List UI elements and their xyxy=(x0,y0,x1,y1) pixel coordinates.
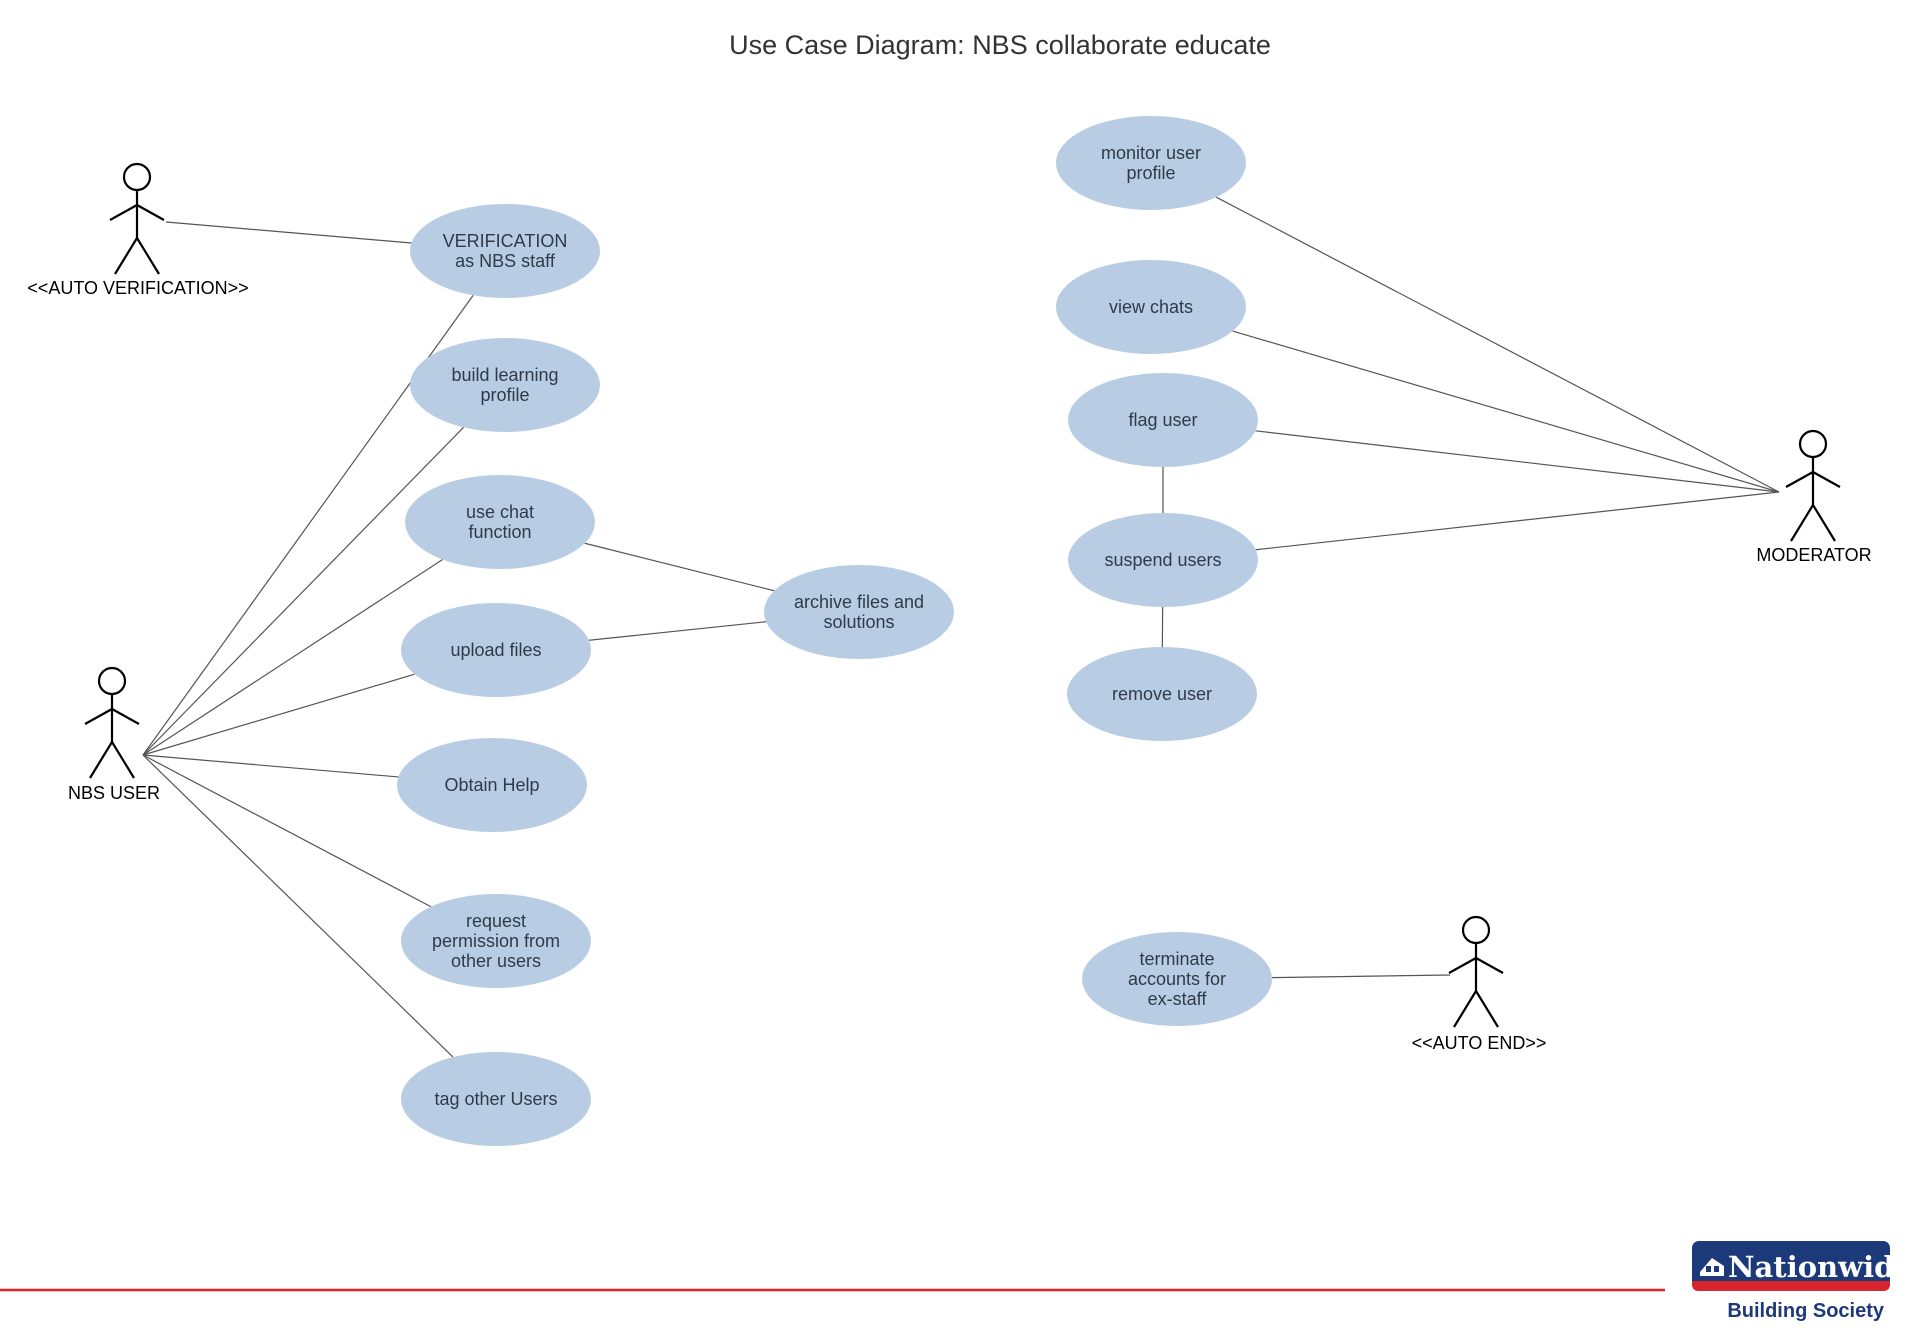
actor-label: MODERATOR xyxy=(1756,545,1871,565)
use-case-ellipse xyxy=(764,565,954,659)
stick-figure-icon xyxy=(84,666,140,779)
stick-figure-icon xyxy=(109,162,165,275)
use-case-flag-user: flag user xyxy=(1068,373,1258,467)
association-auto-verification-verification xyxy=(165,221,412,244)
logo-name: Nationwide xyxy=(1728,1250,1913,1284)
actor-auto-end: <<AUTO END>> xyxy=(1412,915,1547,1053)
actor-moderator: MODERATOR xyxy=(1756,429,1872,565)
actor-nbs-user: NBS USER xyxy=(68,666,160,803)
use-case-obtain-help: Obtain Help xyxy=(397,738,587,832)
associations xyxy=(142,196,1780,1058)
use-case-label: VERIFICATION xyxy=(443,231,568,251)
actors: <<AUTO VERIFICATION>> NBS USER MODERATOR <<… xyxy=(27,162,1872,1053)
association-nbs-user-tag-other-users xyxy=(142,754,454,1058)
use-case-label: Obtain Help xyxy=(444,775,539,795)
use-case-ellipse xyxy=(401,894,591,988)
use-case-ellipse xyxy=(405,475,595,569)
association-moderator-suspend-users xyxy=(1255,491,1780,551)
use-case-label: monitor user xyxy=(1101,143,1201,163)
use-case-ellipse xyxy=(410,204,600,298)
use-case-label: view chats xyxy=(1109,297,1193,317)
use-case-ellipse xyxy=(1082,932,1272,1026)
use-case-label: function xyxy=(468,522,531,542)
use-case-tag-other-users: tag other Users xyxy=(401,1052,591,1146)
use-case-label: use chat xyxy=(466,502,534,522)
use-case-suspend-users: suspend users xyxy=(1068,513,1258,607)
association-nbs-user-build-learning-profile xyxy=(142,426,465,756)
use-case-ellipse xyxy=(1067,647,1257,741)
use-case-upload-files: upload files xyxy=(401,603,591,697)
use-case-ellipse xyxy=(401,1052,591,1146)
use-case-remove-user: remove user xyxy=(1067,647,1257,741)
use-case-label: ex-staff xyxy=(1148,989,1208,1009)
logo-red-band xyxy=(1692,1281,1890,1291)
association-nbs-user-obtain-help xyxy=(142,754,399,778)
use-case-ellipse xyxy=(397,738,587,832)
use-case-label: upload files xyxy=(450,640,541,660)
use-case-label: permission from xyxy=(432,931,560,951)
association-moderator-view-chats xyxy=(1232,330,1780,493)
actor-auto-verification: <<AUTO VERIFICATION>> xyxy=(27,162,249,298)
nationwide-logo: Nationwide Building Society xyxy=(1692,1241,1913,1322)
use-case-ellipse xyxy=(1068,373,1258,467)
use-case-label: request xyxy=(466,911,526,931)
use-case-label: build learning xyxy=(451,365,558,385)
use-case-label: archive files and xyxy=(794,592,924,612)
use-case-label: profile xyxy=(480,385,529,405)
use-case-view-chats: view chats xyxy=(1056,260,1246,354)
use-case-label: tag other Users xyxy=(434,1089,557,1109)
actor-label: <<AUTO VERIFICATION>> xyxy=(27,278,248,298)
use-case-label: profile xyxy=(1126,163,1175,183)
association-nbs-user-upload-files xyxy=(142,673,415,756)
logo-subtitle: Building Society xyxy=(1727,1300,1885,1322)
stick-figure-icon xyxy=(1785,429,1841,542)
use-case-label: flag user xyxy=(1128,410,1197,430)
association-nbs-user-request-permission xyxy=(142,754,432,908)
association-moderator-monitor-user-profile xyxy=(1215,196,1780,493)
house-icon xyxy=(1700,1258,1724,1276)
logo-badge xyxy=(1692,1241,1890,1291)
stick-figure-icon xyxy=(1448,915,1504,1028)
actor-label: <<AUTO END>> xyxy=(1412,1033,1547,1053)
use-case-label: suspend users xyxy=(1104,550,1221,570)
association-nbs-user-use-chat-function xyxy=(142,558,443,756)
association-moderator-flag-user xyxy=(1255,430,1780,493)
use-case-label: terminate xyxy=(1139,949,1214,969)
use-case-label: remove user xyxy=(1112,684,1212,704)
use-case-label: accounts for xyxy=(1128,969,1226,989)
use-case-ellipse xyxy=(1068,513,1258,607)
diagram-title: Use Case Diagram: NBS collaborate educat… xyxy=(729,30,1271,60)
actor-label: NBS USER xyxy=(68,783,160,803)
use-case-ellipse xyxy=(410,338,600,432)
use-case-ellipse xyxy=(401,603,591,697)
association-auto-end-terminate-accounts xyxy=(1271,974,1451,979)
association-use-chat-function-archive-files xyxy=(584,542,775,592)
use-case-ellipse xyxy=(1056,260,1246,354)
use-case-label: other users xyxy=(451,951,541,971)
use-case-label: solutions xyxy=(823,612,894,632)
use-case-label: as NBS staff xyxy=(455,251,556,271)
use-case-ellipse xyxy=(1056,116,1246,210)
association-upload-files-archive-files xyxy=(588,621,767,641)
